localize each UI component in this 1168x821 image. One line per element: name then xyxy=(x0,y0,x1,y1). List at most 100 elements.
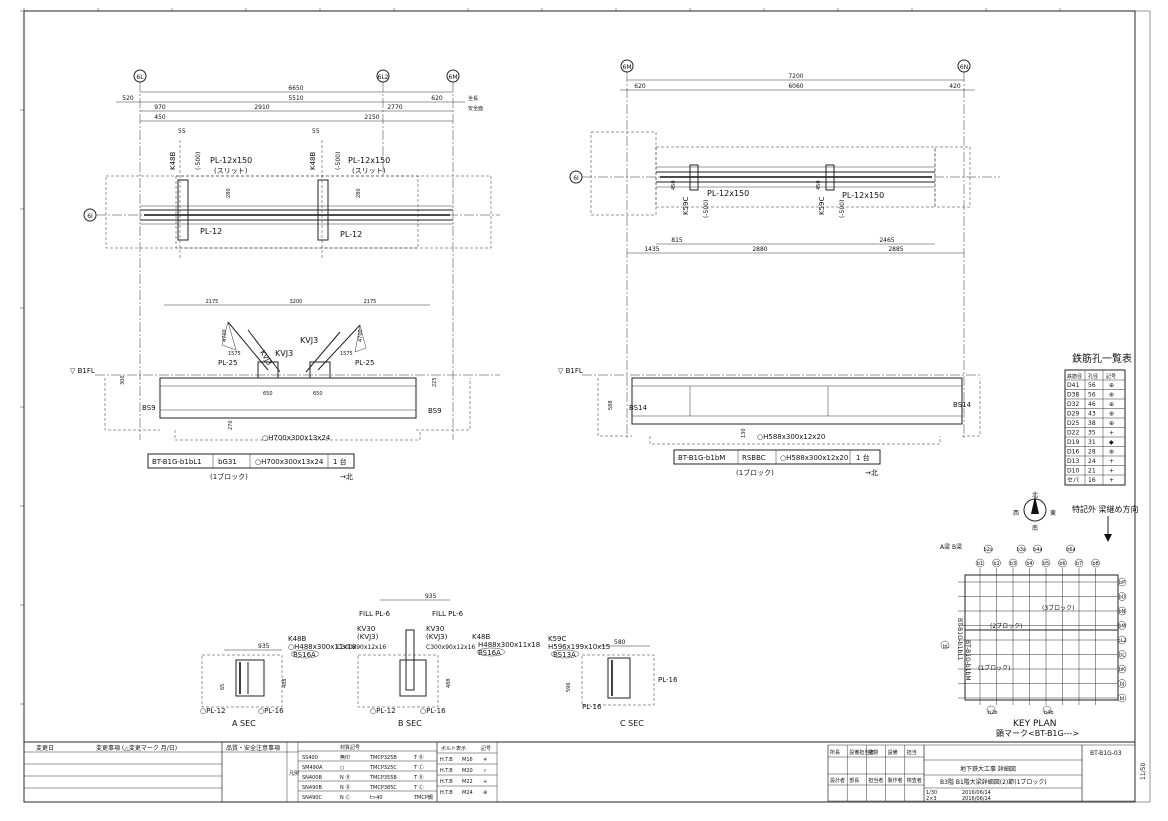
key-plan-title: KEY PLAN xyxy=(1013,719,1056,729)
axis-bubble xyxy=(1058,558,1067,568)
dim-text: 130 xyxy=(741,428,747,438)
rebar-symbol: ⊕ xyxy=(1109,411,1114,418)
sheet-number: 11/50 xyxy=(1140,763,1147,780)
table-title: 鉄筋孔一覧表 xyxy=(1072,352,1132,365)
bolt-size: M16 xyxy=(462,757,473,763)
dim-text: 4700 xyxy=(358,329,364,342)
plate-label: ○PL-12 xyxy=(370,707,396,715)
plate-label: FILL PL-6 xyxy=(359,610,391,618)
plan-left: 6L 6L2 6M 6I 6650 520 5510 620 全長 970 29… xyxy=(83,69,500,440)
plate-label: PL-12 xyxy=(340,230,362,239)
axis-bubble xyxy=(1074,558,1084,568)
axis-label: b3 xyxy=(1010,561,1016,567)
mark-section: ○H700x300x13x24 xyxy=(255,458,324,466)
axis-label: 6I xyxy=(87,213,93,220)
bolt-header: 記号 xyxy=(481,745,491,752)
material-cell: SN490C xyxy=(302,795,322,801)
rebar-size: D19 xyxy=(1067,439,1079,446)
dim-text: 596 xyxy=(566,682,572,692)
hole-dia: 46 xyxy=(1088,401,1096,408)
dim-text: 6060 xyxy=(788,83,803,90)
hole-dia: 16 xyxy=(1088,477,1096,484)
key-plan-mark: BT-B1G-b1bL1 xyxy=(956,618,963,661)
dim-text: 225 xyxy=(432,377,438,387)
rev-header: 変更事項 (△変更マーク 月/日) xyxy=(96,744,177,752)
rev-header: 品質・安全注意事項 xyxy=(226,744,280,752)
rebar-size: D38 xyxy=(1067,392,1079,399)
approval-header: 監督 xyxy=(868,749,878,756)
bolt-header: ボルト表示 xyxy=(441,745,466,752)
bolt-label: BS16A xyxy=(478,649,501,657)
dim-text: 3200 xyxy=(290,299,303,305)
axis-label: bO xyxy=(1118,595,1125,601)
material-cell: TMCP325B xyxy=(369,755,397,761)
section-a: 935 488 65 K48B ○H488x300x11x18 BS16A ○P… xyxy=(200,635,356,728)
hole-dia: 31 xyxy=(1088,439,1096,446)
approval-header: 設備担当者 xyxy=(849,749,874,756)
rebar-symbol: + xyxy=(1109,458,1114,465)
axis-label: b2b xyxy=(988,710,998,716)
axis-bubble xyxy=(984,544,993,554)
level-mark: ▽ B1FL xyxy=(70,367,95,375)
dim-text: 1575 xyxy=(340,351,353,357)
plate-note: (スリット) xyxy=(214,167,248,175)
dim-text: 488 xyxy=(282,678,288,688)
dim-text: 2175 xyxy=(364,299,377,305)
dim-note: 安全面 xyxy=(468,105,483,112)
key-plan-mark: BT-B1G-b1bM xyxy=(964,640,971,681)
axis-label: b6 xyxy=(1059,561,1065,567)
plate-label: PL-12 xyxy=(200,227,222,236)
axis-label: b2a xyxy=(984,547,993,553)
rebar-symbol: ⊕ xyxy=(1109,382,1114,389)
rebar-symbol: + xyxy=(1109,430,1114,437)
dim-text: 7200 xyxy=(788,73,803,80)
bolt-label: BS9 xyxy=(428,407,442,415)
dim-text: 650 xyxy=(263,391,273,397)
hole-dia: 35 xyxy=(1088,430,1096,437)
axis-label: b1 xyxy=(977,561,983,567)
date: 2016/06/14 xyxy=(962,790,991,796)
axis-bubble xyxy=(1041,558,1051,568)
material-cell: SS400 xyxy=(302,755,318,761)
special-note: 特記外 梁継め方向 xyxy=(1072,504,1139,514)
brace-label: KVJ3 xyxy=(275,349,293,358)
approval-header: 部長 xyxy=(849,777,859,784)
axis-label: b4a xyxy=(1033,547,1042,553)
block-label: (1ブロック) xyxy=(978,664,1011,672)
dim-text: 2910 xyxy=(254,104,269,111)
rebar-symbol: ⊕ xyxy=(1109,401,1114,408)
material-cell: TMCP325C xyxy=(369,765,397,771)
section-label: H596x199x10x15 xyxy=(548,643,610,651)
rebar-size: D32 xyxy=(1067,401,1079,408)
rebar-symbol: ⊕ xyxy=(1109,420,1114,427)
plate-label: PL-12x150 xyxy=(348,156,390,165)
compass-west: 西 xyxy=(1013,510,1019,517)
dim-note: (-500) xyxy=(839,200,846,218)
section-title: A SEC xyxy=(232,719,256,728)
material-cell: N Ⓑ xyxy=(340,784,350,791)
paper-size: 2×3 xyxy=(926,796,937,802)
axis-bubble xyxy=(1008,558,1018,568)
drawing-number: BT-B1G-03 xyxy=(1090,750,1122,757)
dim-text: 2880 xyxy=(752,246,767,253)
rebar-size: D22 xyxy=(1067,430,1079,437)
material-cell: TMCP鋼 xyxy=(413,794,433,801)
member-label: K48B xyxy=(169,152,177,170)
bolt-size: M20 xyxy=(462,768,473,774)
approval-header: 担当 xyxy=(907,749,917,756)
dim-text: 270 xyxy=(228,420,234,430)
dim-note: (-500) xyxy=(195,152,202,170)
dim-text: 935 xyxy=(425,593,437,600)
section-label: ○H488x300x11x18 xyxy=(288,643,356,651)
rebar-symbol: ◆ xyxy=(1109,439,1114,446)
axis-bubble xyxy=(1091,558,1100,568)
brace-label: KVJ3 xyxy=(300,336,318,345)
mark-section: ○H588x300x12x20 xyxy=(780,454,848,462)
dim-text: 5510 xyxy=(288,95,303,102)
dim-text: 2770 xyxy=(387,104,402,111)
dim-text: 580 xyxy=(614,639,626,646)
bolt-symbol: + xyxy=(483,779,487,785)
brace-label: KV30 xyxy=(426,625,444,633)
plate-label: PL-16 xyxy=(658,676,678,684)
section-title: C SEC xyxy=(620,719,644,728)
